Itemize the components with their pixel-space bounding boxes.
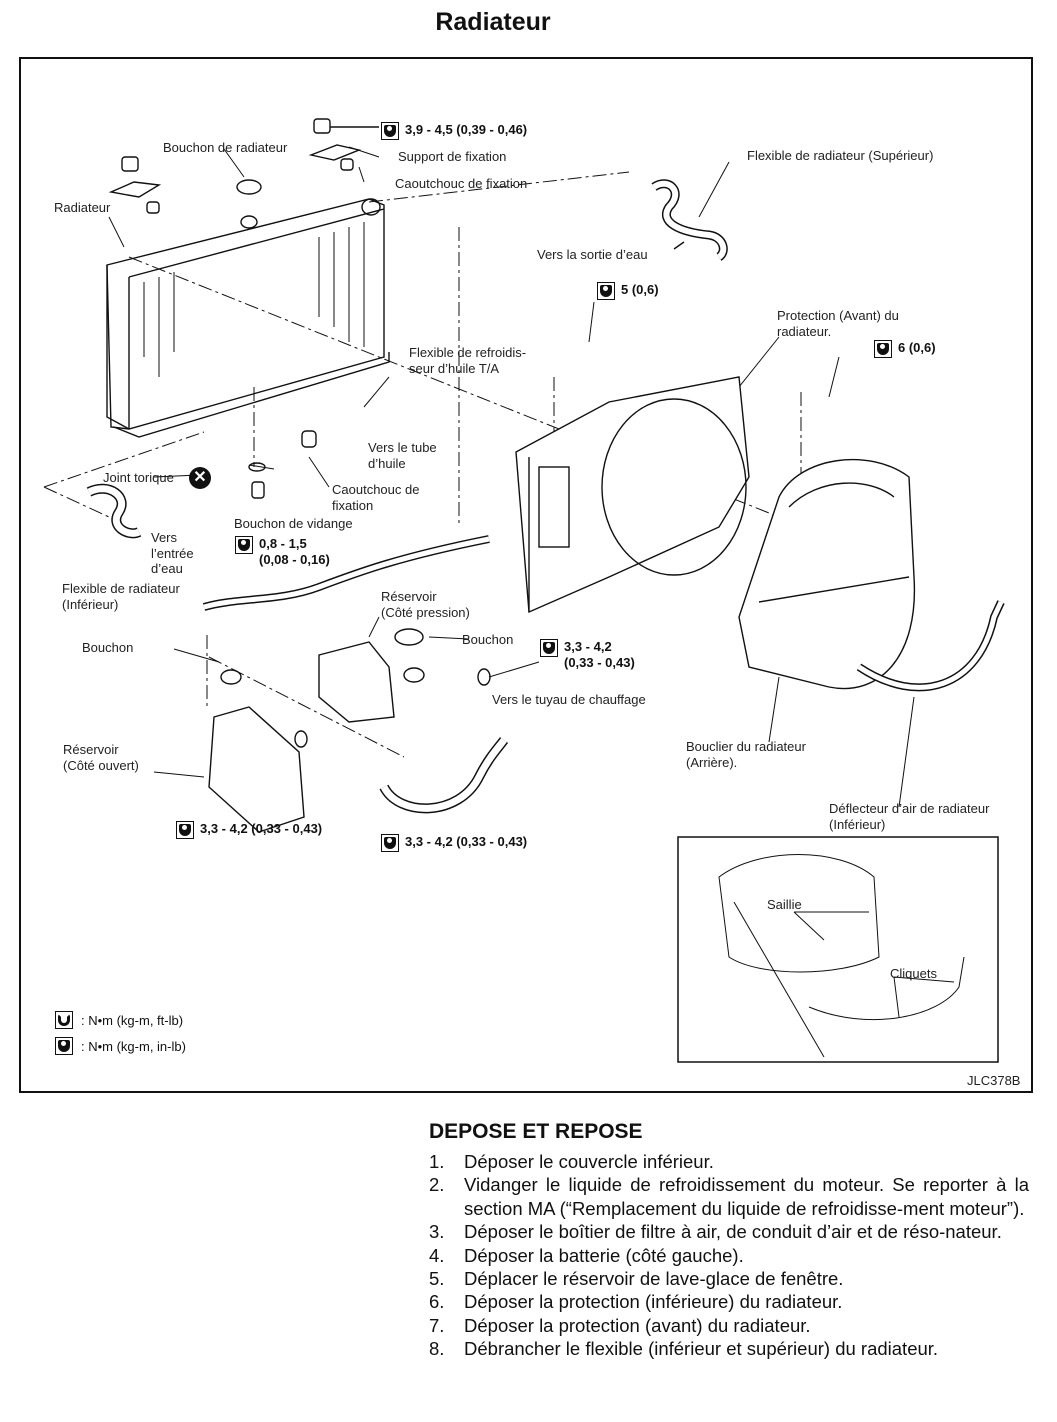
torque-wrench-filled-icon xyxy=(874,340,892,358)
label-caoutchouc-fixation-top: Caoutchouc de fixation xyxy=(395,176,528,191)
procedure-step: 6.Déposer la protection (inférieure) du … xyxy=(429,1291,843,1313)
label-reservoir-pression: Réservoir (Côté pression) xyxy=(381,589,470,620)
procedure-step: 5.Déplacer le réservoir de lave-glace de… xyxy=(429,1268,844,1290)
label-reservoir-ouvert: Réservoir (Côté ouvert) xyxy=(63,742,139,773)
label-protection-avant: Protection (Avant) du radiateur. xyxy=(777,308,899,339)
label-bouchon-vidange: Bouchon de vidange xyxy=(234,516,353,531)
procedure-section: DEPOSE ET REPOSE 1.Déposer le couvercle … xyxy=(429,1120,1029,1361)
exploded-view-drawing xyxy=(43,118,1005,1063)
torque-bolt-5: 5 (0,6) xyxy=(597,282,659,300)
procedure-step: 4.Déposer la batterie (côté gauche). xyxy=(429,1244,744,1266)
torque-wrench-filled-icon xyxy=(540,639,558,657)
label-radiateur: Radiateur xyxy=(54,200,111,215)
label-vers-entree-eau: Vers l’entrée d’eau xyxy=(151,530,194,576)
inset-box xyxy=(677,836,999,1063)
diagram-frame xyxy=(19,57,1033,1093)
torque-wrench-filled-icon xyxy=(597,282,615,300)
label-bouchon-radiateur: Bouchon de radiateur xyxy=(163,140,288,155)
label-joint-torique: Joint torique xyxy=(103,470,174,485)
procedure-step: 3.Déposer le boîtier de filtre à air, de… xyxy=(429,1221,1002,1243)
procedure-steps: 1.Déposer le couvercle inférieur. 2.Vida… xyxy=(429,1150,1029,1361)
radiator-cap-drawing xyxy=(236,179,262,195)
label-bouclier: Bouclier du radiateur (Arrière). xyxy=(686,739,806,770)
torque-reservoir-bolt: 3,3 - 4,2 (0,33 - 0,43) xyxy=(381,834,527,852)
procedure-step: 8.Débrancher le flexible (inférieur et s… xyxy=(429,1338,939,1360)
label-bouchon-right: Bouchon xyxy=(462,632,514,647)
label-saillie: Saillie xyxy=(767,897,802,912)
torque-wrench-filled-icon xyxy=(176,821,194,839)
legend-in-lb: : N•m (kg-m, in-lb) xyxy=(55,1037,186,1055)
torque-wrench-filled-icon xyxy=(235,536,253,554)
rear-shield-drawing xyxy=(738,458,916,690)
torque-reservoir-left: 3,3 - 4,2 (0,33 - 0,43) xyxy=(176,821,322,839)
radiator-drawing xyxy=(106,198,390,438)
front-shroud-drawing xyxy=(515,376,750,614)
torque-wrench-outline-icon xyxy=(55,1011,73,1029)
torque-reservoir-nut: 3,3 - 4,2 (0,33 - 0,43) xyxy=(540,639,635,670)
legend-ft-lb: : N•m (kg-m, ft-lb) xyxy=(55,1011,183,1029)
label-vers-sortie-eau: Vers la sortie d’eau xyxy=(537,247,648,262)
torque-bolt-6: 6 (0,6) xyxy=(874,340,936,358)
label-deflecteur: Déflecteur d’air de radiateur (Inférieur… xyxy=(829,801,990,832)
label-flexible-superieur: Flexible de radiateur (Supérieur) xyxy=(747,148,934,163)
torque-drain-plug: 0,8 - 1,5 (0,08 - 0,16) xyxy=(235,536,330,567)
label-support-fixation: Support de fixation xyxy=(398,149,507,164)
torque-wrench-filled-icon xyxy=(381,834,399,852)
label-flexible-inferieur: Flexible de radiateur (Inférieur) xyxy=(62,581,180,612)
label-flexible-refroidisseur: Flexible de refroidis- seur d’huile T/A xyxy=(409,345,527,376)
label-vers-tube-huile: Vers le tube d’huile xyxy=(368,440,437,471)
procedure-step: 2.Vidanger le liquide de refroidissement… xyxy=(429,1174,1029,1219)
procedure-heading: DEPOSE ET REPOSE xyxy=(429,1120,643,1143)
label-caoutchouc-fixation-bottom: Caoutchouc de fixation xyxy=(332,482,420,513)
label-cliquets: Cliquets xyxy=(890,966,937,981)
torque-wrench-filled-icon xyxy=(381,122,399,140)
inset-drawing xyxy=(718,854,965,1058)
figure-code: JLC378B xyxy=(967,1073,1021,1088)
procedure-step: 7.Déposer la protection (avant) du radia… xyxy=(429,1314,811,1336)
label-bouchon-left: Bouchon xyxy=(82,640,134,655)
page-title: Radiateur xyxy=(435,8,551,36)
torque-wrench-filled-icon xyxy=(55,1037,73,1055)
procedure-step: 1.Déposer le couvercle inférieur. xyxy=(429,1151,714,1172)
label-vers-tuyau-chauffage: Vers le tuyau de chauffage xyxy=(492,692,646,707)
replace-part-icon: ✕ xyxy=(189,467,211,489)
torque-support-nut: 3,9 - 4,5 (0,39 - 0,46) xyxy=(381,122,527,140)
